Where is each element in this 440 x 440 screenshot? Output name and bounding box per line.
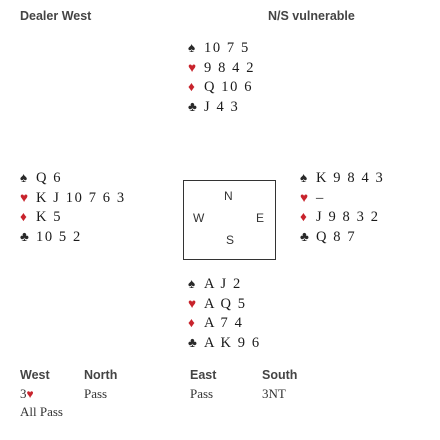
vulnerability-label: N/S vulnerable [268,9,355,23]
east-hearts: ♥– [300,188,384,208]
south-hand: ♠ A J 2 ♥ A Q 5 ♦ A 7 4 ♣ A K 9 6 [188,274,261,352]
auction-header-north: North [84,368,118,382]
auction-header-south: South [262,368,298,382]
north-clubs: ♣ J 4 3 [188,97,255,117]
north-diamonds: ♦ Q 10 6 [188,77,255,97]
auction-header-west: West [20,368,50,382]
call-level: 3 [20,386,27,401]
south-hearts-cards: A Q 5 [204,295,247,312]
diamond-icon: ♦ [188,315,195,330]
spade-icon: ♠ [20,170,28,185]
south-diamonds: ♦ A 7 4 [188,313,261,333]
club-icon: ♣ [20,228,29,244]
club-icon: ♣ [188,98,197,114]
north-spades: ♠ 10 7 5 [188,38,255,58]
west-diamonds: ♦ K 5 [20,207,126,227]
south-clubs-cards: A K 9 6 [204,334,261,351]
auction-call-south: 3NT [262,386,286,401]
club-icon: ♣ [300,228,309,244]
north-hand: ♠ 10 7 5 ♥ 9 8 4 2 ♦ Q 10 6 ♣ J 4 3 [188,38,255,116]
west-hand: ♠ Q 6 ♥ K J 10 7 6 3 ♦ K 5 ♣ 10 5 2 [20,168,126,246]
spade-icon: ♠ [188,40,196,55]
west-hearts-cards: K J 10 7 6 3 [36,189,126,206]
diamond-icon: ♦ [300,209,307,224]
east-diamonds-cards: J 9 8 3 2 [316,209,380,225]
club-icon: ♣ [188,334,197,350]
compass-east: E [256,211,265,225]
heart-icon: ♥ [20,189,29,205]
auction-call-north: Pass [84,386,108,401]
auction-call-east: Pass [190,386,214,401]
heart-icon: ♥ [188,59,197,75]
diamond-icon: ♦ [188,79,195,94]
south-spades: ♠ A J 2 [188,274,261,294]
west-hearts: ♥ K J 10 7 6 3 [20,188,126,208]
south-diamonds-cards: A 7 4 [204,315,244,331]
west-spades-cards: Q 6 [36,170,63,186]
south-clubs: ♣ A K 9 6 [188,333,261,353]
west-diamonds-cards: K 5 [36,209,63,225]
heart-icon: ♥ [300,189,309,205]
south-spades-cards: A J 2 [204,276,242,292]
compass-north: N [224,189,233,203]
west-clubs-cards: 10 5 2 [36,228,82,245]
east-diamonds: ♦ J 9 8 3 2 [300,207,384,227]
east-spades-cards: K 9 8 4 3 [316,170,385,186]
auction-final: All Pass [20,404,63,419]
compass-west: W [193,211,205,225]
diamond-icon: ♦ [20,209,27,224]
east-hearts-cards: – [316,189,325,206]
east-spades: ♠ K 9 8 4 3 [300,168,384,188]
south-hearts: ♥ A Q 5 [188,294,261,314]
compass-box: N W E S [183,180,276,260]
dealer-label: Dealer West [20,9,92,23]
auction-call-west: 3♥ [20,386,34,402]
auction-header-east: East [190,368,217,382]
compass-south: S [226,233,235,247]
north-spades-cards: 10 7 5 [204,40,250,56]
heart-icon: ♥ [26,387,34,401]
north-hearts: ♥ 9 8 4 2 [188,58,255,78]
north-diamonds-cards: Q 10 6 [204,79,254,95]
spade-icon: ♠ [188,276,196,291]
east-clubs: ♣ Q 8 7 [300,227,384,247]
north-clubs-cards: J 4 3 [204,98,240,115]
spade-icon: ♠ [300,170,308,185]
north-hearts-cards: 9 8 4 2 [204,59,256,76]
east-hand: ♠ K 9 8 4 3 ♥– ♦ J 9 8 3 2 ♣ Q 8 7 [300,168,384,246]
west-clubs: ♣ 10 5 2 [20,227,126,247]
west-spades: ♠ Q 6 [20,168,126,188]
east-clubs-cards: Q 8 7 [316,228,357,245]
heart-icon: ♥ [188,295,197,311]
